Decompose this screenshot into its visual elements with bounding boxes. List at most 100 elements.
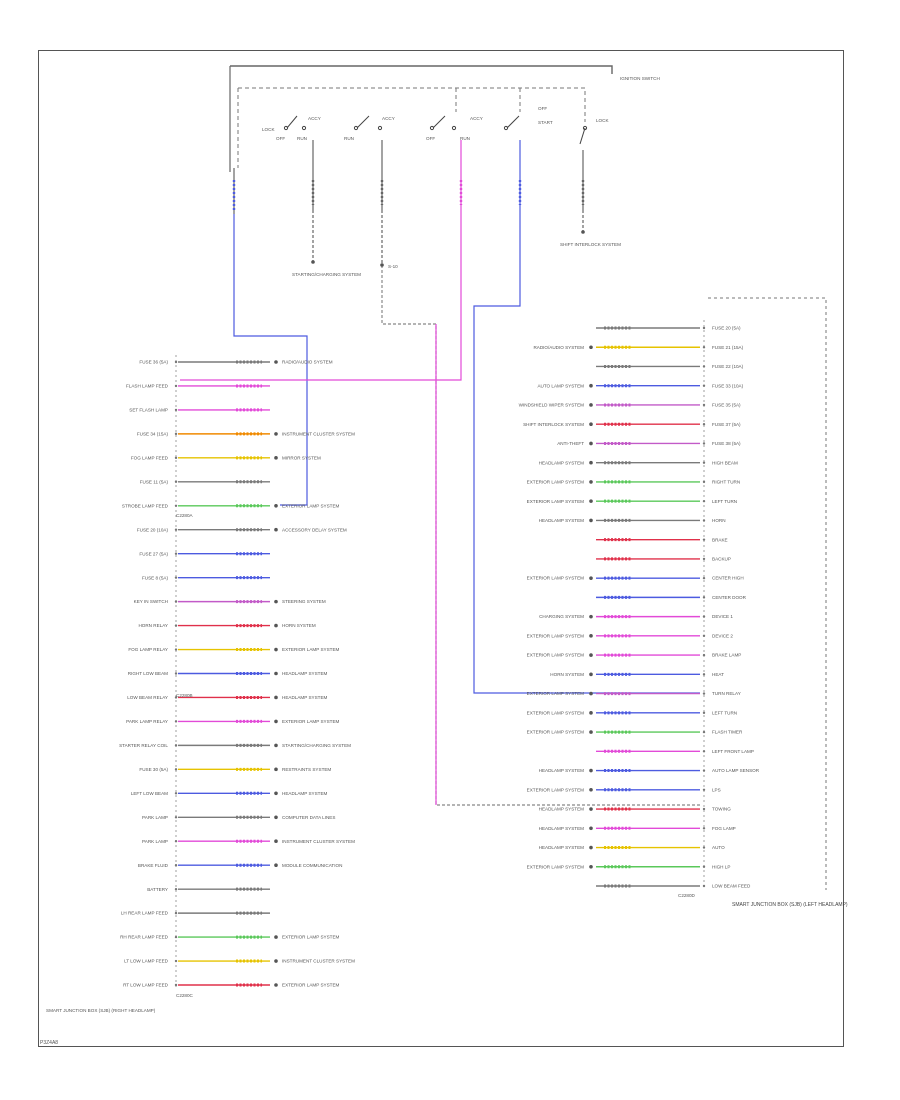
right-pin-terminal <box>702 692 706 695</box>
right-pin-label: DEVICE 1 <box>712 614 733 619</box>
right-pin-dest-arrow <box>589 826 593 831</box>
right-pin-label: BRAKE <box>712 537 728 542</box>
left-pin-terminal <box>174 432 178 436</box>
right-connector: C2280D <box>678 893 696 898</box>
right-pin-label: FUSE 38 (5A) <box>712 441 741 446</box>
right-pin-dest-arrow <box>589 634 593 638</box>
right-pin-terminal <box>702 442 706 445</box>
right-pin-terminal <box>702 807 706 811</box>
right-pin-dest: HEADLAMP SYSTEM <box>539 807 585 812</box>
left-pin-terminal <box>174 792 178 795</box>
right-module-caption: SMART JUNCTION BOX (SJB) (LEFT HEADLAMP) <box>732 902 848 908</box>
ignition-switch: IGNITION SWITCH OFF LOCK RUN ACCY RUN AC… <box>229 65 660 172</box>
sw4-off: OFF <box>538 106 547 111</box>
left-pin-dest: HORN SYSTEM <box>282 623 316 628</box>
right-pin-dest-arrow <box>589 711 593 715</box>
left-pin-dest: EXTERIOR LAMP SYSTEM <box>282 935 340 940</box>
left-pin-dest-arrow <box>274 527 278 532</box>
right-pin-dest-arrow <box>589 383 593 388</box>
diagram-frame <box>38 50 844 1047</box>
right-pin-label: FLASH TIMER <box>712 730 743 735</box>
right-pin-dest: EXTERIOR LAMP SYSTEM <box>527 864 585 869</box>
right-pin-dest-arrow <box>589 499 593 503</box>
right-pin-dest: HEADLAMP SYSTEM <box>539 845 585 850</box>
right-pin-dest: AUTO LAMP SYSTEM <box>537 383 584 388</box>
left-pin-dest: EXTERIOR LAMP SYSTEM <box>282 647 340 652</box>
left-pin-label: RIGHT LOW BEAM <box>128 671 168 676</box>
left-pin-terminal <box>174 672 178 675</box>
right-pin-dest-arrow <box>589 672 593 677</box>
left-pin-terminal <box>174 552 178 555</box>
left-pin-label: LEFT LOW BEAM <box>131 791 168 796</box>
right-pin-label: LPS <box>712 787 721 792</box>
right-pin-terminal <box>702 480 706 484</box>
left-pin-label: HORN RELAY <box>138 623 168 628</box>
left-pin-terminal <box>174 863 178 867</box>
left-pin-dest-arrow <box>274 743 278 748</box>
left-pin-label: RT LOW LAMP FEED <box>123 983 169 988</box>
right-pin-dest: HORN SYSTEM <box>550 672 584 677</box>
left-pin-dest: RADIO/AUDIO SYSTEM <box>282 360 333 365</box>
right-pin-dest-arrow <box>589 422 593 427</box>
left-pin-dest: COMPUTER DATA LINES <box>282 815 335 820</box>
left-pin-label: FUSE 27 (5A) <box>139 551 168 556</box>
sw4-start: START <box>538 120 553 125</box>
right-pin-dest: EXTERIOR LAMP SYSTEM <box>527 576 585 581</box>
left-pin-label: LOW BEAM RELAY <box>127 695 168 700</box>
right-pin-dest-arrow <box>589 864 593 869</box>
right-pin-label: BRAKE LAMP <box>712 653 741 658</box>
right-pin-dest-arrow <box>589 614 593 619</box>
left-connector-c: C2280C <box>176 993 194 998</box>
sw1-lock: LOCK <box>262 127 275 132</box>
left-pin-dest: MIRROR SYSTEM <box>282 455 321 460</box>
left-pin-terminal <box>174 456 178 460</box>
left-pin-label: BRAKE FLUID <box>138 863 169 868</box>
left-pin-label: LT LOW LAMP FEED <box>124 959 169 964</box>
left-pin-dest-arrow <box>274 719 278 724</box>
right-pin-dest-arrow <box>589 730 593 734</box>
left-pin-dest-arrow <box>274 671 278 676</box>
right-pin-label: LEFT TURN <box>712 499 737 504</box>
right-pin-label: DEVICE 2 <box>712 633 733 638</box>
right-pin-dest-arrow <box>589 653 593 657</box>
right-pin-dest: CHARGING SYSTEM <box>539 614 584 619</box>
left-pin-terminal <box>174 816 178 819</box>
left-pin-dest-arrow <box>274 623 278 628</box>
right-pin-label: FUSE 33 (10A) <box>712 383 744 388</box>
right-pin-terminal <box>702 884 706 888</box>
s10-dest: S-10 <box>388 264 398 269</box>
right-pin-dest: EXTERIOR LAMP SYSTEM <box>527 730 585 735</box>
right-pin-terminal <box>702 596 706 599</box>
right-pin-terminal <box>702 384 706 387</box>
left-pin-terminal <box>174 504 178 507</box>
left-pin-dest: EXTERIOR LAMP SYSTEM <box>282 983 340 988</box>
right-pin-label: FUSE 35 (5A) <box>712 403 741 408</box>
right-pin-terminal <box>702 827 706 830</box>
left-pin-dest: INSTRUMENT CLUSTER SYSTEM <box>282 431 355 436</box>
sw3-run: RUN <box>460 136 470 141</box>
right-pin-label: HEAT <box>712 672 724 677</box>
left-pin-dest: HEADLAMP SYSTEM <box>282 791 328 796</box>
right-pin-dest-arrow <box>589 403 593 407</box>
right-pin-dest: EXTERIOR LAMP SYSTEM <box>527 499 585 504</box>
right-pin-terminal <box>702 750 706 753</box>
left-pin-terminal <box>174 600 178 603</box>
right-pin-dest: EXTERIOR LAMP SYSTEM <box>527 691 585 696</box>
right-pin-dest: EXTERIOR LAMP SYSTEM <box>527 653 585 658</box>
shift-interlock-dest: SHIFT INTERLOCK SYSTEM <box>560 242 621 247</box>
left-pin-label: PARK LAMP <box>142 815 168 820</box>
right-pin-label: FUSE 20 (5A) <box>712 326 741 331</box>
left-pin-terminal <box>174 935 178 939</box>
left-pin-terminal <box>174 648 178 651</box>
right-pin-terminal <box>702 615 706 618</box>
right-pin-label: TURN RELAY <box>712 691 741 696</box>
left-pin-label: SET FLASH LAMP <box>129 408 168 413</box>
right-pin-dest: HEADLAMP SYSTEM <box>539 826 585 831</box>
left-pin-dest-arrow <box>274 599 278 604</box>
right-pin-terminal <box>702 403 706 407</box>
left-module-caption: SMART JUNCTION BOX (SJB) (RIGHT HEADLAMP… <box>46 1008 156 1013</box>
left-pin-terminal <box>174 720 178 723</box>
left-pin-terminal <box>174 528 178 531</box>
left-pin-terminal <box>174 696 178 699</box>
